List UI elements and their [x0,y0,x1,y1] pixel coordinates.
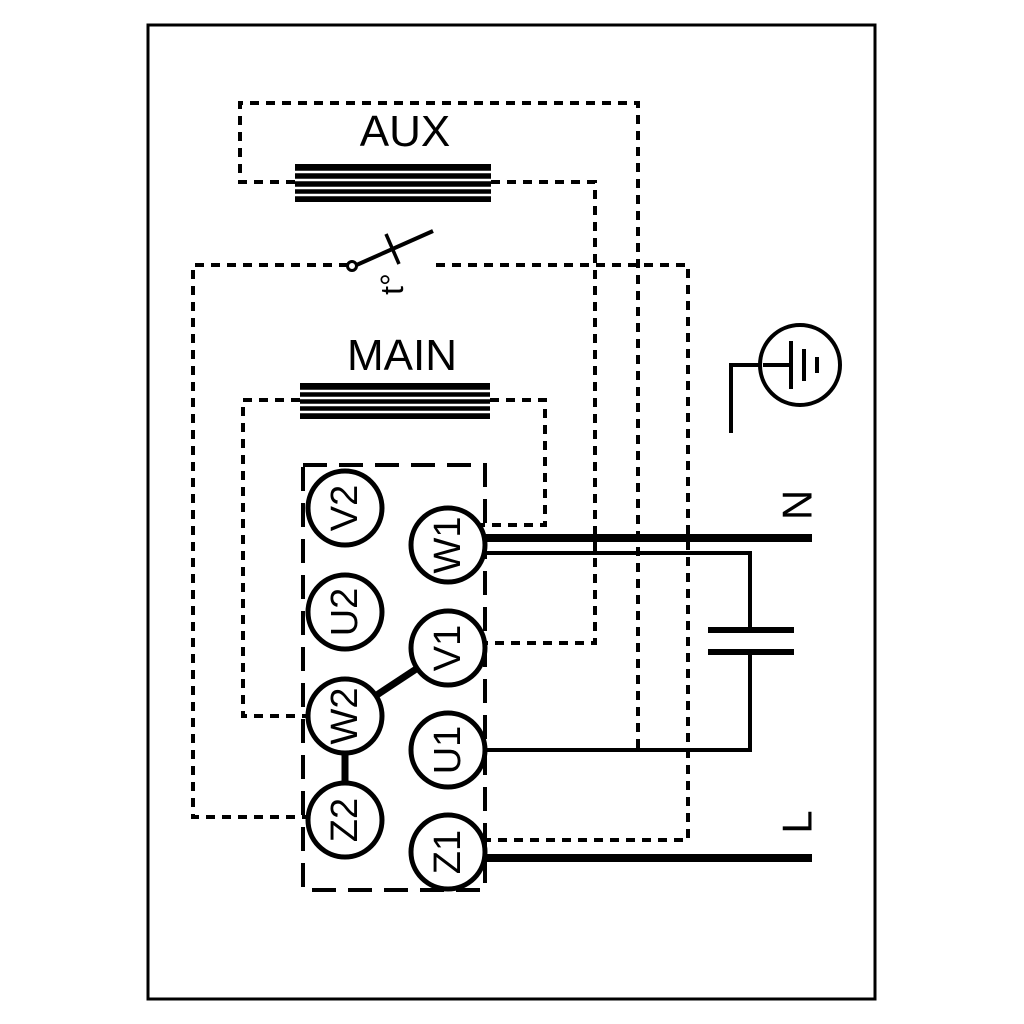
aux-winding-label: AUX [360,107,450,156]
terminal-u1-label: U1 [427,726,469,775]
terminal-z1-circle [408,812,488,892]
wire-aux-left-to-capacitor-node [238,101,640,750]
terminal-v1-circle [408,608,488,688]
earth-lead-wire [729,363,760,433]
main-winding [300,383,490,419]
aux-winding [295,164,491,202]
wire-main-left-to-w2 [241,398,308,718]
wire-w1-to-capacitor [448,551,752,630]
terminal-v2: V2 [305,468,385,548]
terminal-v2-label: V2 [324,485,366,531]
terminal-z1-label: Z1 [427,830,469,874]
terminal-u2: U2 [305,572,385,652]
capacitor [708,627,794,655]
aux-winding-coil [295,164,491,202]
terminal-w2: W2 [305,676,385,756]
terminal-u1-circle [408,710,488,790]
earth-ground-icon [729,323,842,433]
terminal-u1: U1 [408,710,488,790]
terminal-u2-circle [305,572,385,652]
terminal-w1-circle [408,505,488,585]
wire-main-right-to-w1 [479,398,547,527]
wire-aux-right-to-v1 [484,180,597,645]
thermal-switch-label: t° [374,273,410,295]
terminal-u2-label: U2 [324,588,366,637]
main-winding-coil [300,383,490,419]
terminal-v1-label: V1 [427,625,469,671]
thermal-switch: t° [346,229,434,295]
neutral-line-label: N [774,490,821,520]
terminal-w2-label: W2 [324,688,366,745]
live-line-label: L [774,810,821,833]
terminal-z1: Z1 [408,812,488,892]
terminal-w1-label: W1 [427,517,469,574]
main-winding-label: MAIN [347,331,457,380]
earth-circle [758,323,842,407]
terminal-z2-circle [305,780,385,860]
thermal-switch-tick [384,233,401,265]
terminal-v1: V1 [408,608,488,688]
terminal-z2: Z2 [305,780,385,860]
terminal-box [301,463,487,892]
terminal-w2-circle [305,676,385,756]
terminal-v2-circle [305,468,385,548]
wire-switch-to-z1 [436,263,690,842]
terminal-z2-label: Z2 [324,798,366,842]
wire-capacitor-to-u1 [448,652,752,752]
thermal-switch-pivot [346,260,358,272]
diagram-border [146,23,877,1001]
terminal-w1: W1 [408,505,488,585]
